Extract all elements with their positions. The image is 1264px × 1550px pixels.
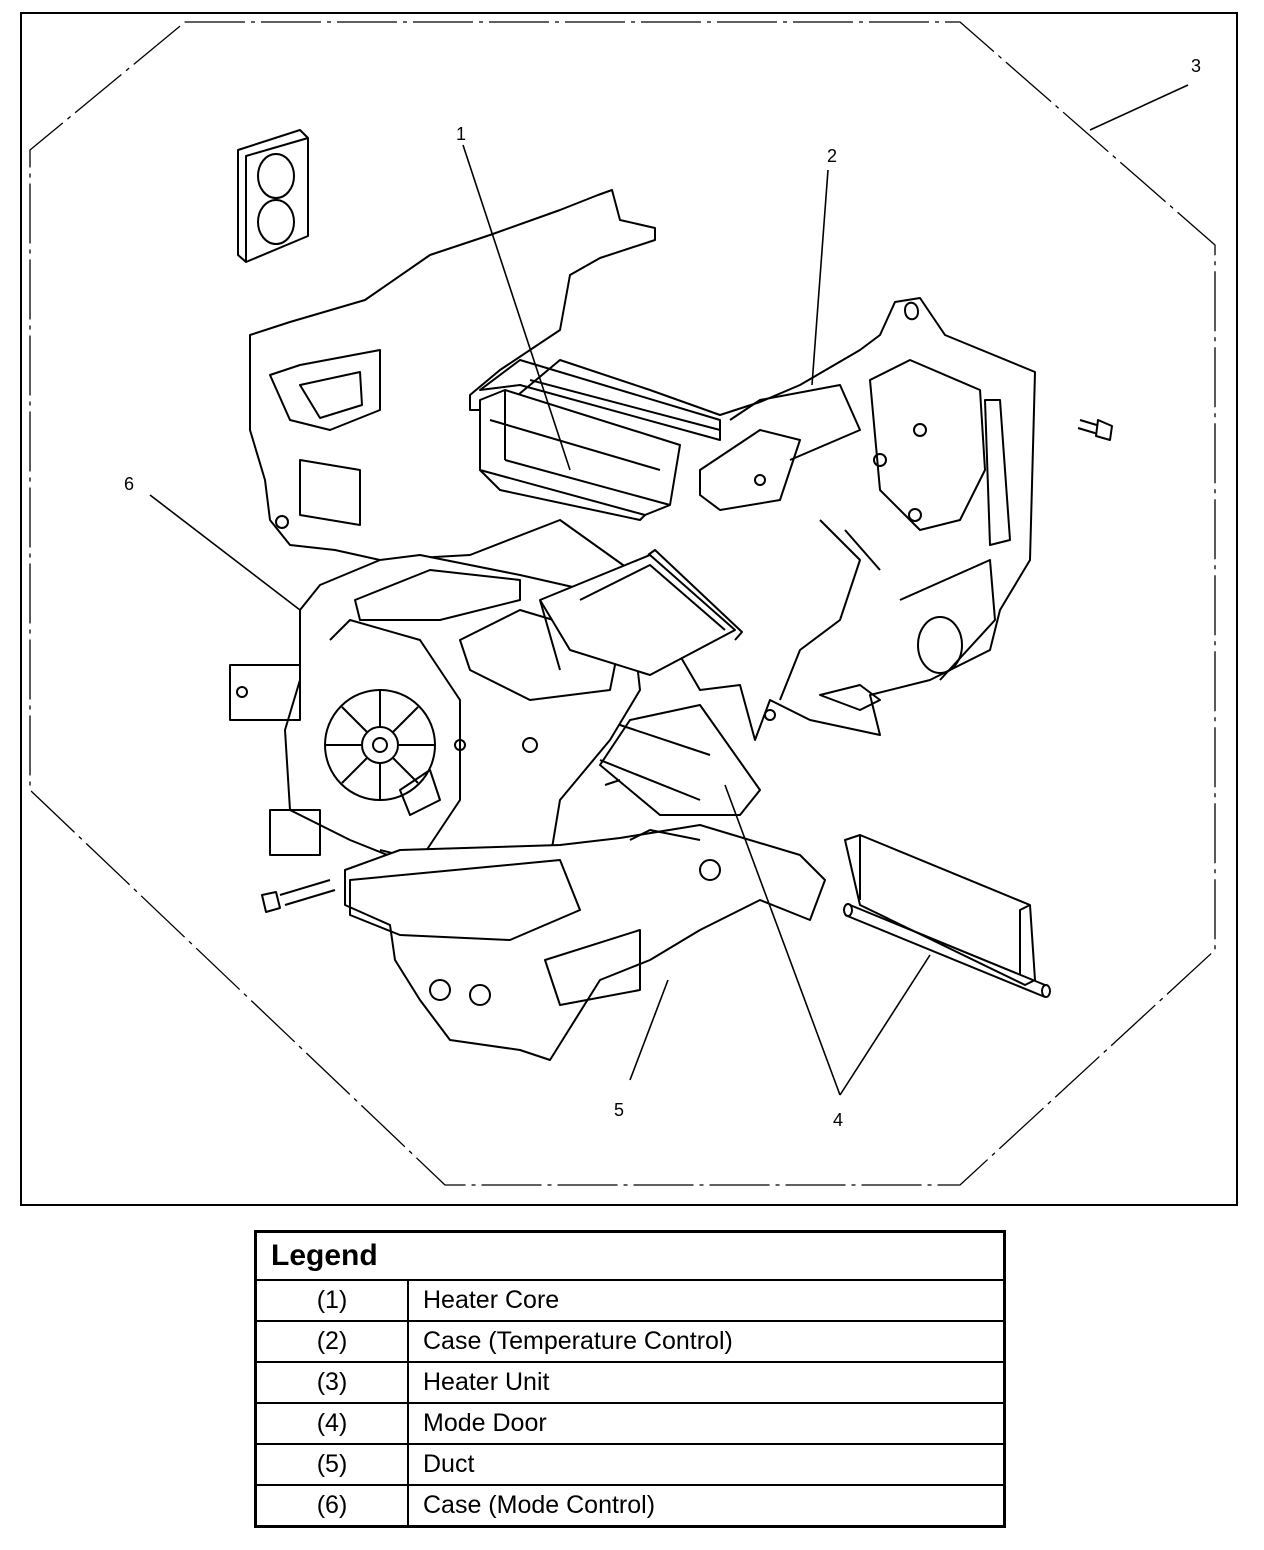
leader-5: [629, 979, 669, 1081]
legend-row: (5) Duct: [254, 1443, 1006, 1486]
callout-2: 2: [827, 146, 837, 166]
legend-number: (4): [254, 1402, 409, 1445]
legend-table: Legend (1) Heater Core (2) Case (Tempera…: [254, 1230, 1006, 1528]
callout-numbers: 1 2 3 4 5 6: [124, 56, 1201, 1130]
legend-number: (3): [254, 1361, 409, 1404]
callout-5: 5: [614, 1100, 624, 1120]
duct: [344, 824, 826, 1061]
legend-number: (1): [254, 1279, 409, 1322]
legend-number: (2): [254, 1320, 409, 1363]
leader-3: [1089, 84, 1189, 131]
legend-row: (1) Heater Core: [254, 1279, 1006, 1322]
legend-description: Heater Unit: [407, 1361, 1006, 1404]
legend-row: (4) Mode Door: [254, 1402, 1006, 1445]
leader-4b: [839, 954, 931, 1096]
heater-unit-boundary: [29, 21, 1216, 1186]
screw-left: [261, 879, 336, 913]
callout-1: 1: [456, 124, 466, 144]
callout-3: 3: [1191, 56, 1201, 76]
legend-header-row: Legend: [254, 1230, 1006, 1281]
label-plate: [237, 129, 309, 263]
leader-6: [149, 494, 301, 611]
heater-unit-exploded-diagram: 1 2 3 4 5 6: [29, 21, 1216, 1186]
legend-description: Mode Door: [407, 1402, 1006, 1445]
mode-door-flat: [539, 549, 743, 676]
legend-number: (6): [254, 1484, 409, 1528]
callout-6: 6: [124, 474, 134, 494]
leader-4a: [724, 784, 841, 1096]
legend-row: (2) Case (Temperature Control): [254, 1320, 1006, 1363]
legend-description: Duct: [407, 1443, 1006, 1486]
mode-door-small: [599, 704, 761, 816]
legend-title: Legend: [254, 1230, 1006, 1281]
mode-door-with-shaft: [843, 834, 1051, 998]
callout-4: 4: [833, 1110, 843, 1130]
leader-2: [811, 169, 829, 386]
heater-core: [479, 379, 721, 516]
legend-description: Case (Temperature Control): [407, 1320, 1006, 1363]
leader-1: [462, 144, 571, 471]
diagram-frame: [20, 12, 1238, 1206]
legend-row: (6) Case (Mode Control): [254, 1484, 1006, 1528]
legend-number: (5): [254, 1443, 409, 1486]
legend-description: Heater Core: [407, 1279, 1006, 1322]
screw-right: [1077, 419, 1113, 441]
leader-lines: [149, 84, 1189, 1096]
legend-description: Case (Mode Control): [407, 1484, 1006, 1528]
legend-row: (3) Heater Unit: [254, 1361, 1006, 1404]
